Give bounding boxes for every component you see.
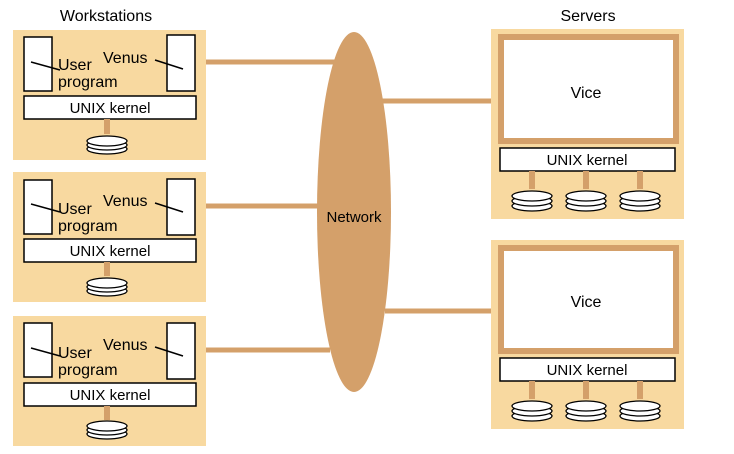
pointer-line — [30, 203, 61, 213]
venus-box — [166, 34, 196, 92]
workstation-3: User program Venus UNIX kernel — [13, 316, 206, 446]
program-label: program — [58, 362, 118, 379]
vice-label: Vice — [571, 294, 602, 311]
venus-label: Venus — [103, 337, 147, 354]
server-2: Vice UNIX kernel — [491, 240, 684, 429]
disk-icon — [511, 190, 553, 212]
disk-icon — [86, 277, 128, 297]
workstation-1: User program Venus UNIX kernel — [13, 30, 206, 160]
venus-label: Venus — [103, 193, 147, 210]
user-label: User — [58, 57, 92, 74]
unix-kernel-label: UNIX kernel — [70, 387, 151, 404]
disk-icon — [565, 190, 607, 212]
venus-box — [166, 178, 196, 236]
unix-kernel-label: UNIX kernel — [70, 100, 151, 117]
network-label: Network — [326, 209, 382, 226]
network-links — [196, 59, 503, 353]
disk-icon — [565, 400, 607, 422]
vice-label: Vice — [571, 85, 602, 102]
unix-kernel-label: UNIX kernel — [70, 243, 151, 260]
pointer-line — [30, 61, 61, 71]
program-label: program — [58, 218, 118, 235]
workstation-2: User program Venus UNIX kernel — [13, 172, 206, 302]
user-label: User — [58, 201, 92, 218]
vice-box — [498, 245, 679, 354]
user-program-box — [23, 179, 53, 235]
disk-icon — [619, 190, 661, 212]
server-1: Vice UNIX kernel — [491, 29, 684, 219]
pointer-line — [30, 347, 61, 357]
program-label: program — [58, 74, 118, 91]
pointer-line — [154, 346, 184, 357]
network-ellipse — [317, 32, 391, 392]
vice-box — [498, 34, 679, 144]
disk-icon — [86, 135, 128, 155]
user-label: User — [58, 345, 92, 362]
servers-heading: Servers — [560, 8, 615, 25]
workstations-heading: Workstations — [60, 8, 152, 25]
disk-icon — [86, 420, 128, 440]
venus-box — [166, 322, 196, 380]
pointer-line — [154, 59, 184, 70]
venus-label: Venus — [103, 50, 147, 67]
disk-icon — [619, 400, 661, 422]
pointer-line — [154, 202, 184, 213]
unix-kernel-label: UNIX kernel — [547, 152, 628, 169]
disk-icon — [511, 400, 553, 422]
unix-kernel-label: UNIX kernel — [547, 362, 628, 379]
